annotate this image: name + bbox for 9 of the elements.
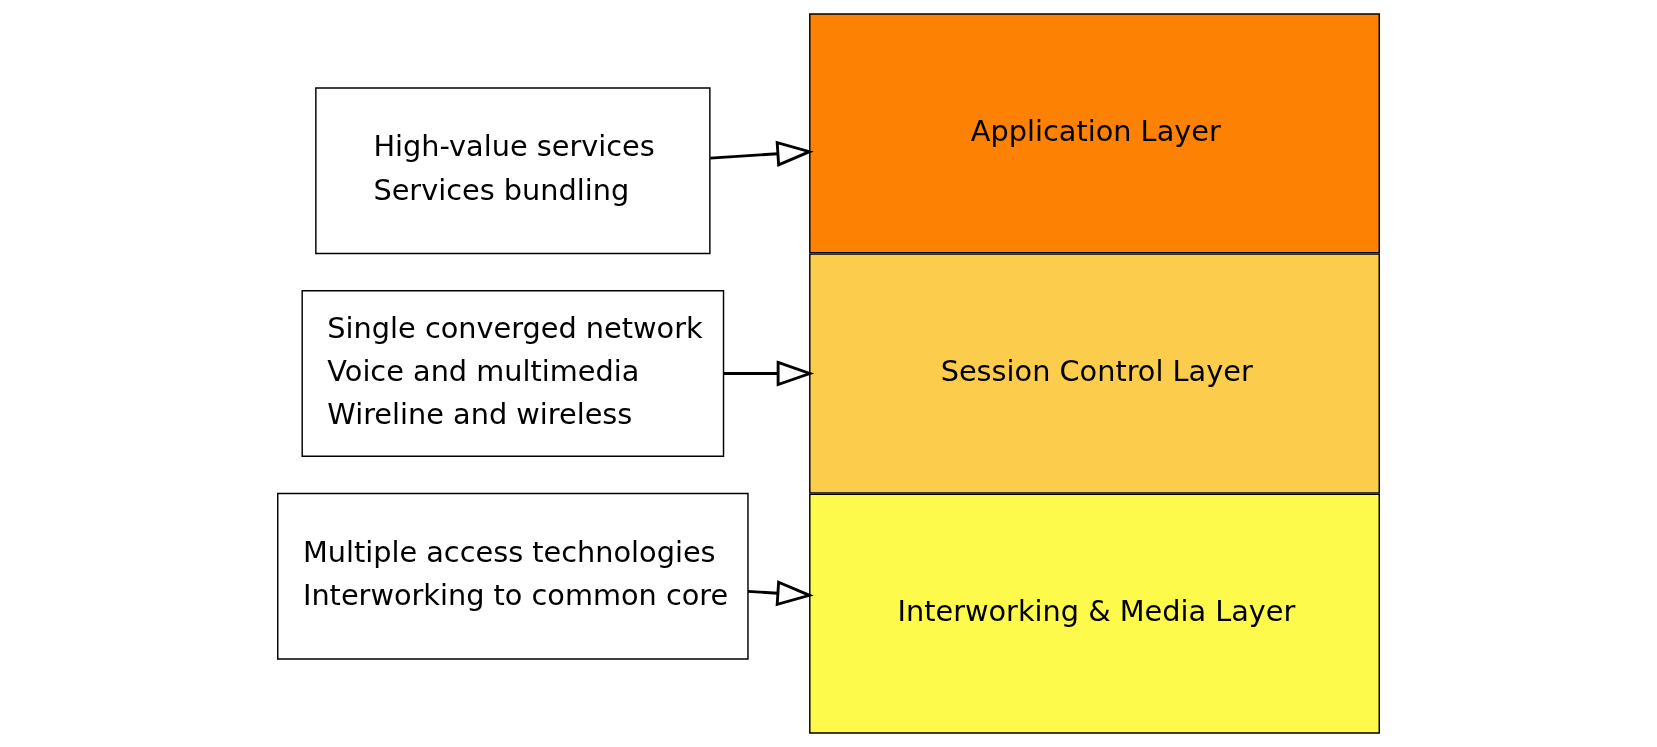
arrow xyxy=(747,580,814,607)
arrow xyxy=(710,140,814,167)
node-box: Single converged network Voice and multimedia Wireline and wireless xyxy=(301,290,725,457)
node-box: Session Control Layer xyxy=(809,253,1380,494)
node-box: High-value services Services bundling xyxy=(315,87,711,255)
node-box: Multiple access technologies Interworking to common core xyxy=(277,492,749,660)
arrow xyxy=(723,360,815,387)
node-box: Application Layer xyxy=(809,13,1380,254)
node-box: Interworking & Media Layer xyxy=(809,493,1380,734)
